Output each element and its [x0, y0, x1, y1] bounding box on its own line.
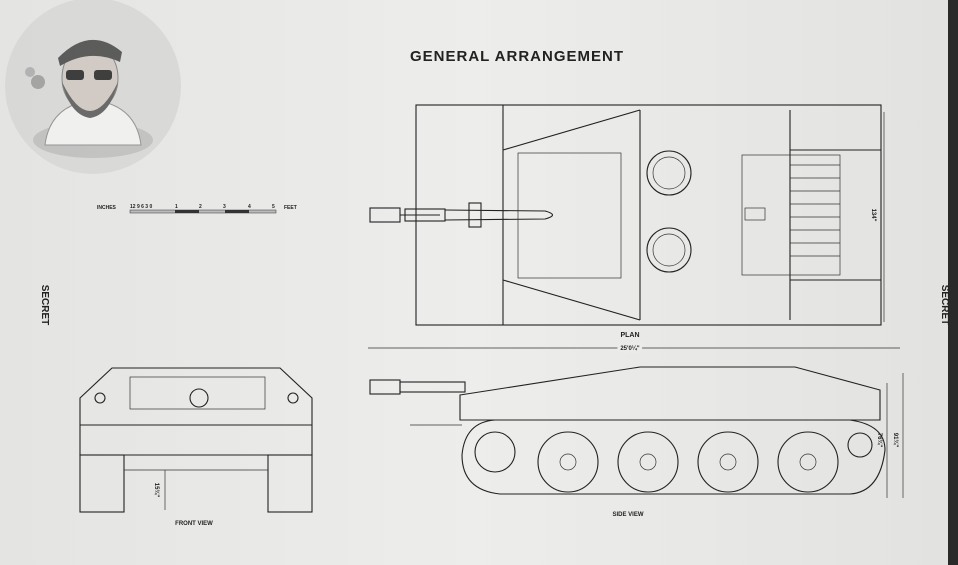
drawing-title: GENERAL ARRANGEMENT: [410, 48, 624, 65]
scale-units-feet: FEET: [284, 205, 297, 211]
dimension-total-height: 91¾": [892, 433, 899, 448]
dimension-hull-height: 76¾": [876, 433, 883, 448]
scale-tick: 3: [223, 204, 226, 210]
scale-bar: INCHES 12 9 6 3 0 1 2 3 4 5 FEET: [97, 204, 297, 214]
side-view: 76¾" 91¾" SIDE VIEW: [369, 366, 904, 518]
scale-inch-ticks: 12 9 6 3 0: [130, 204, 152, 210]
plan-view: 134" PLAN: [369, 104, 885, 339]
classification-left: SECRET: [39, 285, 50, 326]
classification-right: SECRET: [939, 285, 950, 326]
scan-edge: [948, 0, 958, 565]
dimension-plan-width: 134": [870, 209, 876, 222]
scale-tick: 2: [199, 204, 202, 210]
front-view: 15¾" FRONT VIEW: [79, 367, 313, 527]
scale-units-inches: INCHES: [97, 205, 117, 211]
avatar-watermark-logo: [5, 0, 181, 174]
front-view-label: FRONT VIEW: [175, 521, 213, 527]
side-view-label: SIDE VIEW: [612, 512, 643, 518]
scale-tick: 1: [175, 204, 178, 210]
plan-view-label: PLAN: [620, 332, 639, 339]
scale-tick: 5: [272, 204, 275, 210]
dimension-ground-clearance: 15¾": [153, 483, 160, 498]
dimension-overall-length: 25'0¼": [620, 345, 639, 352]
scale-tick: 4: [248, 204, 251, 210]
